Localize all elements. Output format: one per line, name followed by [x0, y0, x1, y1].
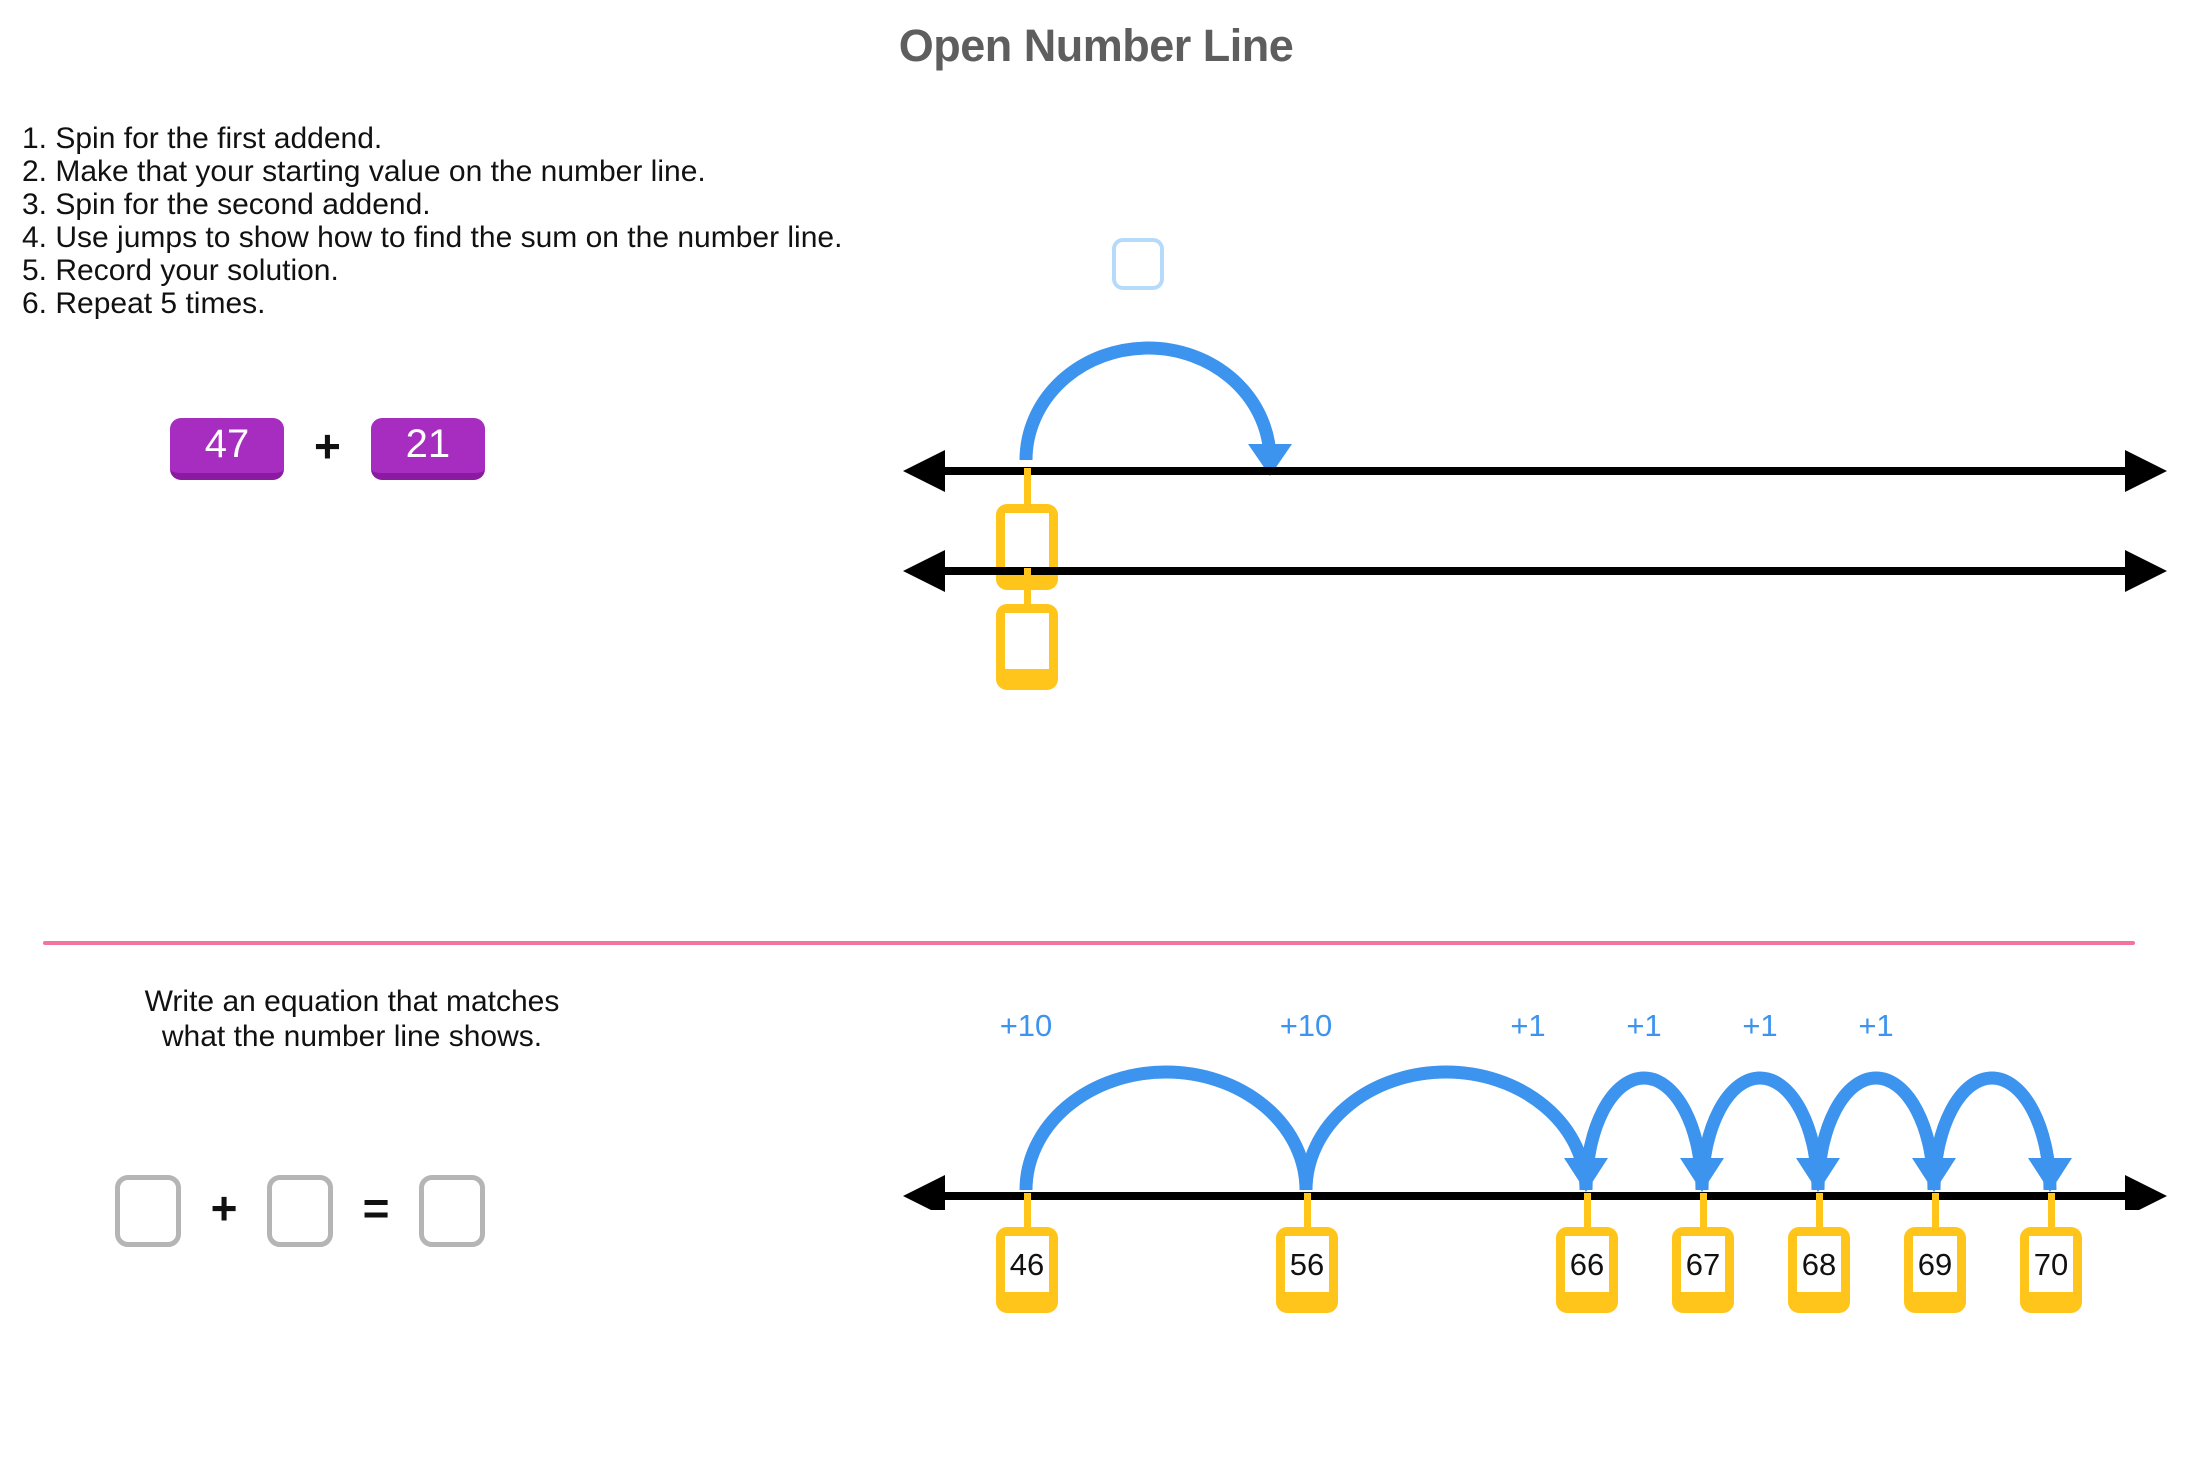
marker-stem [1023, 468, 1031, 510]
example-jump-arc-2 [1299, 1065, 1593, 1191]
instructions-list: 1. Spin for the first addend. 2. Make th… [22, 122, 842, 320]
marker-stem [1699, 1193, 1707, 1233]
marker-stem [1023, 1193, 1031, 1233]
equation-addend-2-input[interactable] [267, 1175, 333, 1247]
equation-plus-sign: + [210, 1182, 238, 1234]
number-line-1-right-arrow [2125, 450, 2167, 492]
marker-value[interactable]: 70 [2029, 1236, 2073, 1292]
marker-stem [1583, 1193, 1591, 1233]
example-jump-arc-4 [1695, 1071, 1825, 1191]
instruction-step-5: 5. Record your solution. [22, 254, 339, 287]
instruction-step-4: 4. Use jumps to show how to find the sum… [22, 221, 843, 254]
first-addend-tile[interactable]: 47 [170, 418, 284, 480]
marker-value[interactable] [1005, 613, 1049, 669]
instruction-step-1: 1. Spin for the first addend. [22, 122, 383, 155]
example-number-line: +10 +10 +1 +1 +1 +1 46 56 [890, 1000, 2180, 1340]
marker-stem [1815, 1193, 1823, 1233]
example-number-line-right-arrow [2125, 1175, 2167, 1210]
addend-plus-sign: + [314, 420, 341, 472]
instruction-step-3: 3. Spin for the second addend. [22, 188, 431, 221]
example-jump-arrowhead-6 [2028, 1158, 2072, 1192]
equation-answer-row: + = [115, 1175, 485, 1247]
marker-stem [1931, 1193, 1939, 1233]
number-line-1 [890, 238, 2180, 590]
jump-label-1: +10 [999, 1008, 1053, 1043]
equation-addend-1-input[interactable] [115, 1175, 181, 1247]
marker-value[interactable]: 68 [1797, 1236, 1841, 1292]
marker-value[interactable]: 69 [1913, 1236, 1957, 1292]
equation-prompt: Write an equation that matches what the … [72, 984, 632, 1054]
number-line-2-right-arrow [2125, 550, 2167, 592]
second-addend-tile[interactable]: 21 [370, 418, 485, 480]
jump-label-5: +1 [1742, 1008, 1778, 1043]
marker-tag[interactable]: 68 [1788, 1227, 1850, 1313]
marker-tag[interactable]: 66 [1556, 1227, 1618, 1313]
equation-sum-input[interactable] [419, 1175, 485, 1247]
marker-tag[interactable] [996, 604, 1058, 690]
marker-value[interactable]: 67 [1681, 1236, 1725, 1292]
marker-stem [1023, 568, 1031, 610]
number-line-2-graphic [903, 550, 2167, 592]
marker-tag[interactable]: 56 [1276, 1227, 1338, 1313]
number-line-1-graphic [903, 341, 2167, 492]
marker-tag[interactable]: 70 [2020, 1227, 2082, 1313]
jump-value-box-1[interactable] [1112, 238, 1164, 290]
section-divider [43, 941, 2135, 945]
example-jump-arc-5 [1811, 1071, 1941, 1191]
example-jump-arc-1 [1019, 1065, 1313, 1191]
instruction-step-2: 2. Make that your starting value on the … [22, 155, 706, 188]
marker-value[interactable]: 46 [1005, 1236, 1049, 1292]
equation-prompt-line-1: Write an equation that matches [144, 985, 560, 1018]
example-number-line-graphic [903, 1065, 2167, 1210]
example-number-line-left-arrow [903, 1175, 945, 1210]
jump-label-3: +1 [1510, 1008, 1546, 1043]
jump-arrowhead-1 [1248, 444, 1292, 476]
number-line-1-left-arrow [903, 450, 945, 492]
marker-value[interactable] [1005, 513, 1049, 569]
instruction-step-6: 6. Repeat 5 times. [22, 287, 266, 320]
example-jump-arc-6 [1927, 1071, 2057, 1191]
example-jump-arc-3 [1579, 1071, 1709, 1191]
jump-label-2: +10 [1279, 1008, 1333, 1043]
page-title: Open Number Line [898, 20, 1294, 71]
marker-value[interactable]: 66 [1565, 1236, 1609, 1292]
number-line-2 [890, 545, 2180, 745]
marker-stem [1303, 1193, 1311, 1233]
number-line-2-left-arrow [903, 550, 945, 592]
marker-stem [2047, 1193, 2055, 1233]
addend-expression: 47 + 21 [170, 418, 485, 480]
marker-tag[interactable]: 69 [1904, 1227, 1966, 1313]
marker-tag[interactable]: 67 [1672, 1227, 1734, 1313]
equation-prompt-line-2: what the number line shows. [161, 1020, 543, 1053]
jump-label-4: +1 [1626, 1008, 1662, 1043]
jump-arc-1 [1019, 341, 1277, 461]
jump-label-6: +1 [1858, 1008, 1894, 1043]
marker-value[interactable]: 56 [1285, 1236, 1329, 1292]
equation-equals-sign: = [362, 1182, 390, 1234]
marker-tag[interactable]: 46 [996, 1227, 1058, 1313]
